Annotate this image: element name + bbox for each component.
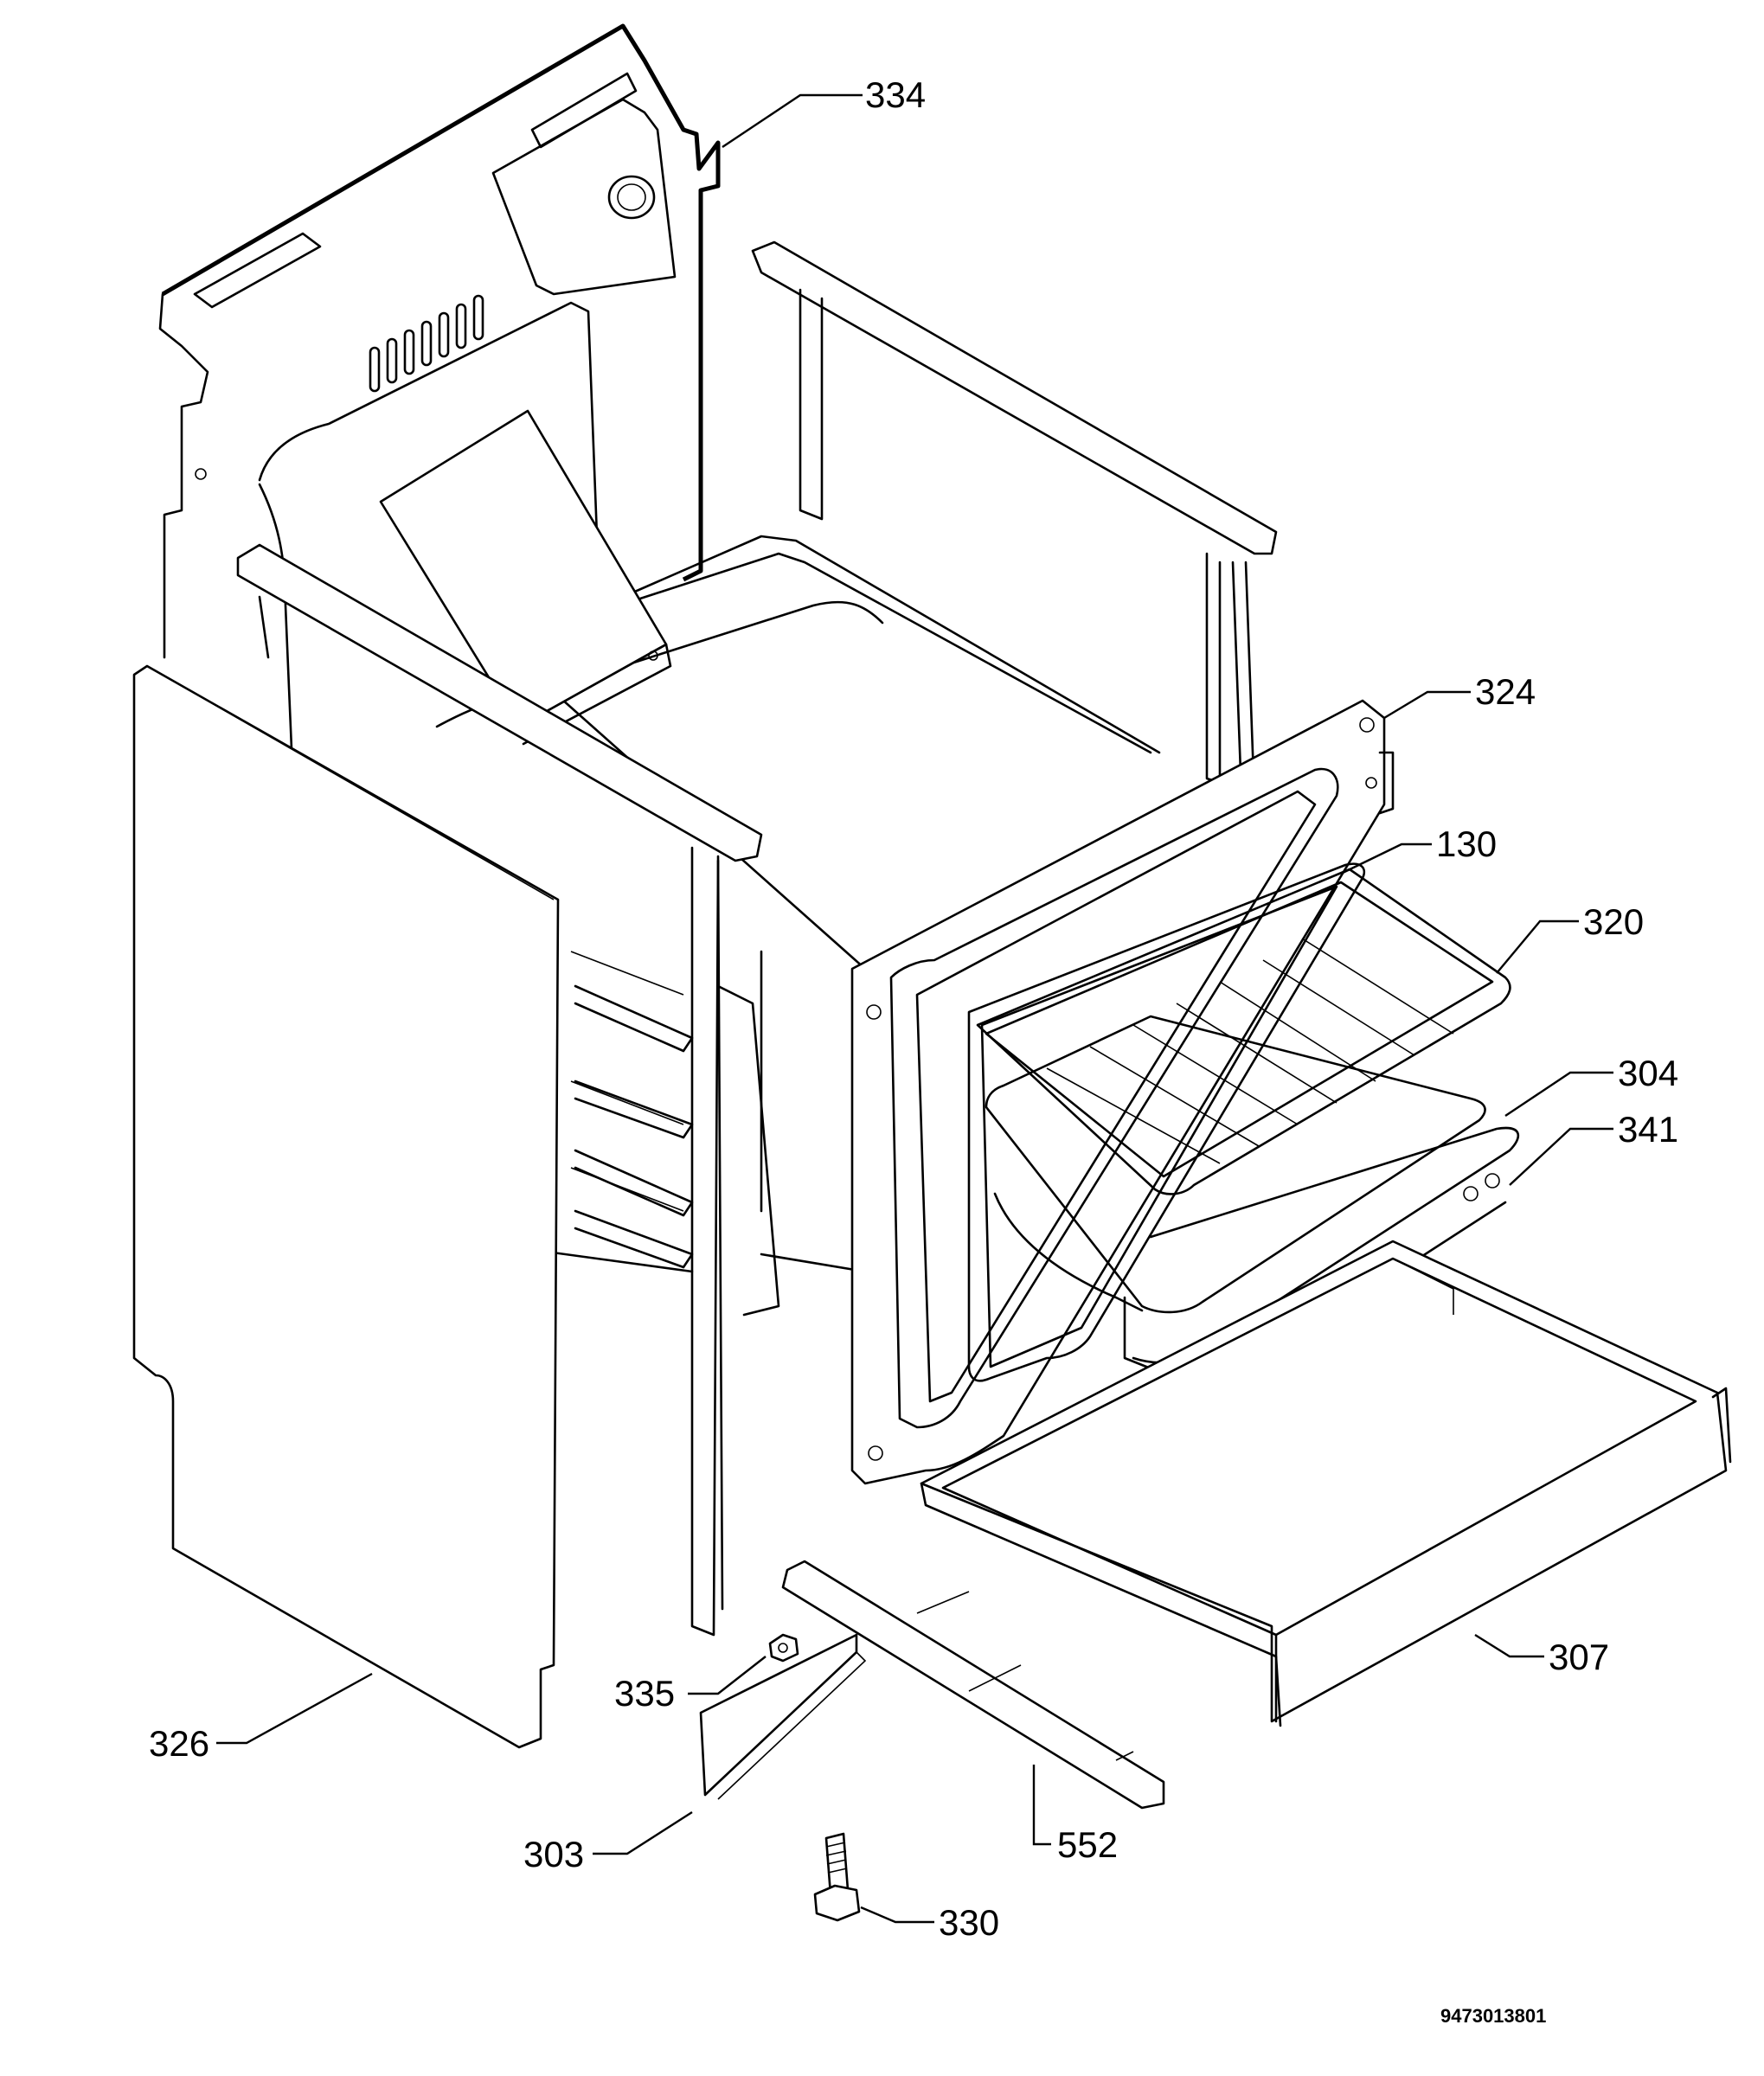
callout-labels: 334 324 130 320 304 341 307 335 326 552 … <box>149 74 1678 1943</box>
callout-552: 552 <box>1057 1824 1118 1865</box>
nut-icon <box>768 1633 799 1663</box>
front-frame-rail <box>236 543 763 1637</box>
callout-341: 341 <box>1618 1109 1678 1150</box>
callout-130: 130 <box>1436 823 1497 864</box>
callout-303: 303 <box>523 1834 584 1874</box>
leader-335 <box>688 1656 767 1695</box>
document-number: 9473013801 <box>1440 2005 1546 2027</box>
wire-rack <box>976 868 1511 1195</box>
rear-frame <box>751 240 1278 802</box>
callout-334: 334 <box>865 74 926 115</box>
leader-320 <box>1496 919 1579 974</box>
leader-341 <box>1509 1127 1613 1186</box>
callout-304: 304 <box>1618 1053 1678 1093</box>
callout-326: 326 <box>149 1723 209 1764</box>
callout-335: 335 <box>614 1673 675 1714</box>
door-seal <box>967 862 1366 1382</box>
leader-334 <box>722 93 863 148</box>
storage-drawer <box>920 1240 1732 1727</box>
leader-326 <box>216 1672 373 1745</box>
leader-330 <box>860 1906 934 1924</box>
side-panel <box>132 664 560 1749</box>
top-bracket-plate <box>379 409 672 746</box>
leader-lines <box>216 93 1613 1924</box>
screw-icon <box>813 1832 861 1922</box>
back-panel <box>158 23 721 659</box>
leader-130 <box>1340 843 1432 875</box>
callout-324: 324 <box>1475 671 1536 712</box>
leader-304 <box>1504 1071 1613 1117</box>
leader-303 <box>593 1810 693 1855</box>
kick-strip-bar <box>781 1560 1165 1810</box>
callout-307: 307 <box>1549 1637 1609 1677</box>
leader-552 <box>1032 1765 1051 1846</box>
callout-330: 330 <box>939 1902 999 1943</box>
leader-324 <box>1383 690 1471 720</box>
cover-plate <box>699 1633 867 1800</box>
callout-320: 320 <box>1583 901 1644 942</box>
back-panel-vents <box>369 294 484 393</box>
front-door-frame <box>850 699 1395 1485</box>
leader-307 <box>1474 1633 1544 1658</box>
